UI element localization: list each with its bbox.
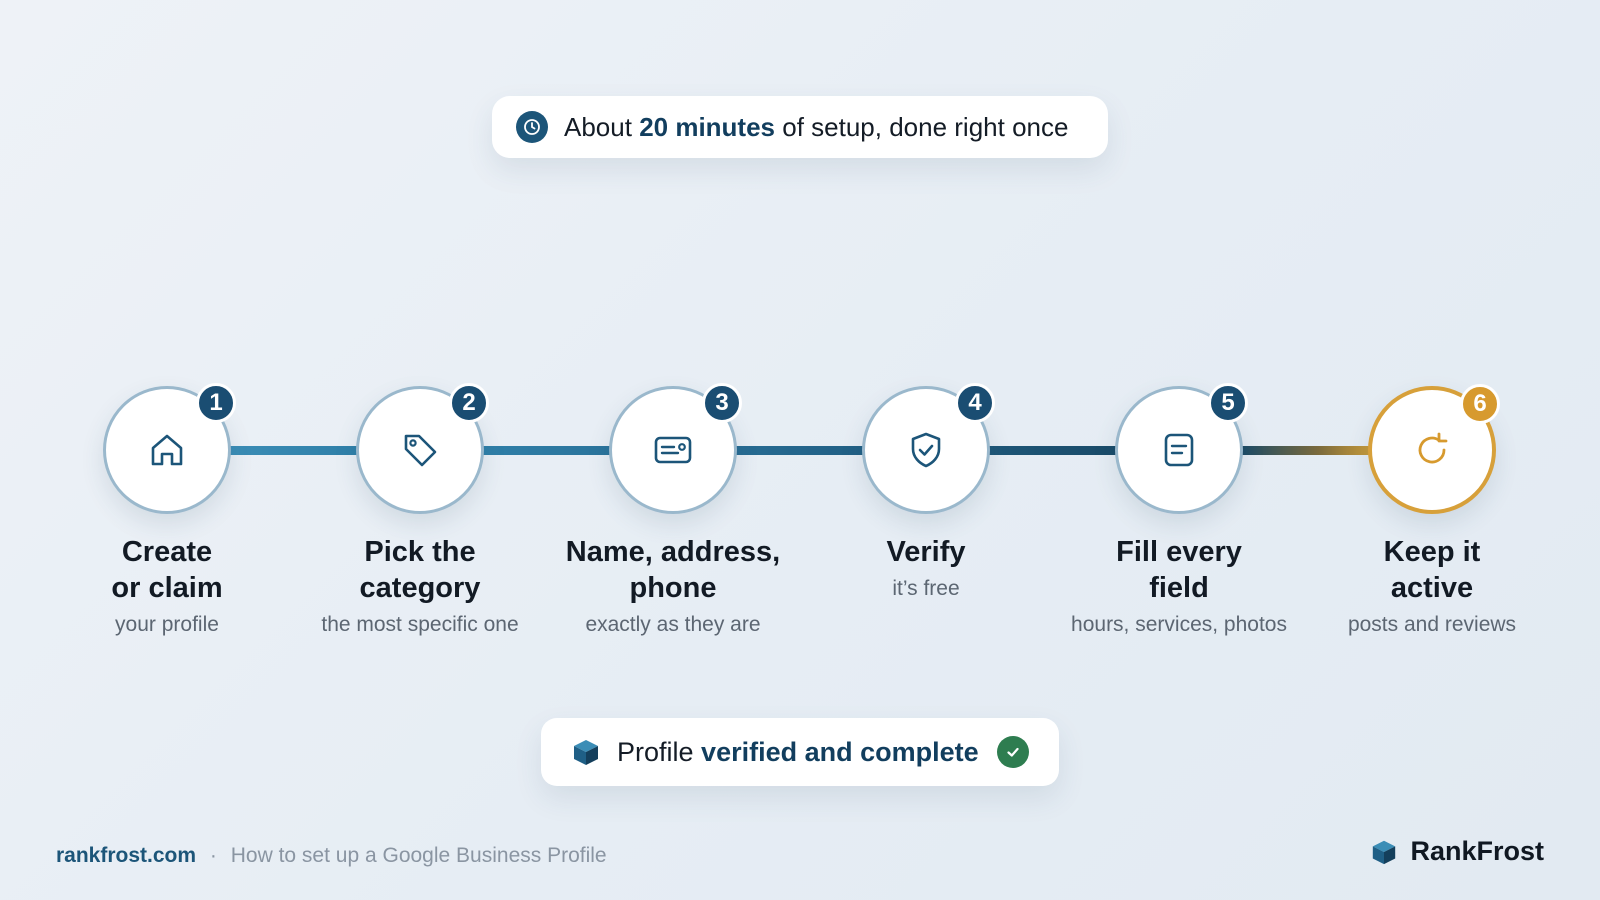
step-title: Fill every field — [1059, 534, 1299, 606]
step-circle: 1 — [103, 383, 236, 514]
step-subtitle: your profile — [115, 613, 219, 636]
step-title-line-1: Fill every — [1116, 536, 1242, 568]
step-title: Name, address, phone — [553, 534, 793, 606]
step-subtitle: it’s free — [892, 577, 960, 600]
check-circle-icon — [996, 736, 1029, 768]
step-subtitle: hours, services, photos — [1071, 613, 1287, 636]
step-title-line-1: Verify — [886, 536, 966, 568]
step-title: Keep it active — [1312, 534, 1552, 606]
step-number-badge: 4 — [955, 383, 995, 423]
brand-cube-icon — [1373, 840, 1396, 864]
step-subtitle: posts and reviews — [1347, 613, 1517, 636]
setup-time-text: About 20 minutes of setup, done right on… — [564, 112, 1068, 143]
connector-5-6 — [1240, 446, 1370, 455]
clock-icon — [516, 111, 548, 143]
step-title-line-1: Create — [121, 536, 213, 568]
footer-caption: How to set up a Google Business Profile — [230, 844, 607, 867]
step-number-badge: 1 — [196, 383, 236, 423]
step-circle: 4 — [862, 383, 995, 514]
cube-icon — [574, 740, 598, 765]
step-title-line-1: Name, address, — [565, 536, 781, 568]
step-title-line-2: active — [1390, 572, 1474, 604]
step-pick-category: 2 Pick the category the most specific on… — [300, 383, 540, 638]
connector-1-2 — [228, 446, 358, 455]
brand-logo: RankFrost — [1370, 836, 1544, 867]
step-circle: 6 — [1368, 384, 1500, 514]
result-highlight: verified and complete — [701, 736, 979, 767]
footer-separator: · — [209, 844, 217, 867]
step-title-line-1: Keep it — [1383, 536, 1481, 568]
step-create-or-claim: 1 Create or claim your profile — [47, 383, 287, 638]
step-verify: 4 Verify it’s free — [806, 383, 1046, 602]
tag-icon — [404, 434, 437, 467]
step-circle: 3 — [609, 383, 742, 514]
result-prefix: Profile — [617, 736, 694, 767]
step-subtitle: exactly as they are — [585, 613, 761, 636]
shield-check-icon — [911, 432, 941, 468]
step-title-line-2: or claim — [111, 572, 223, 604]
refresh-icon — [1418, 432, 1448, 464]
step-number-badge: 2 — [449, 383, 489, 423]
step-circle: 2 — [356, 383, 489, 514]
setup-time-banner: About 20 minutes of setup, done right on… — [492, 96, 1108, 158]
step-title-line-2: field — [1149, 572, 1209, 604]
setup-time-prefix: About — [564, 111, 632, 142]
step-title: Create or claim — [47, 534, 287, 606]
connector-4-5 — [987, 446, 1117, 455]
home-icon — [151, 434, 183, 466]
step-number-badge: 6 — [1460, 384, 1500, 424]
step-title-line-2: phone — [629, 572, 717, 604]
document-icon — [1164, 433, 1194, 467]
id-card-icon — [654, 436, 692, 464]
connector-3-4 — [734, 446, 864, 455]
step-keep-it-active: 6 Keep it active posts and reviews — [1312, 384, 1552, 638]
step-title: Pick the category — [300, 534, 540, 606]
connector-2-3 — [481, 446, 611, 455]
step-circle: 5 — [1115, 383, 1248, 514]
result-banner: Profile verified and complete — [541, 718, 1059, 786]
step-title: Verify — [806, 534, 1046, 570]
setup-time-suffix: of setup, done right once — [782, 111, 1069, 142]
step-fill-every-field: 5 Fill every field hours, services, phot… — [1059, 383, 1299, 638]
setup-time-highlight: 20 minutes — [639, 111, 776, 142]
step-title-line-2: category — [359, 572, 481, 604]
step-number-badge: 3 — [702, 383, 742, 423]
footer-domain: rankfrost.com — [56, 844, 197, 867]
step-number-badge: 5 — [1208, 383, 1248, 423]
step-title-line-1: Pick the — [364, 536, 476, 568]
brand-name: RankFrost — [1410, 836, 1544, 866]
result-text: Profile verified and complete — [617, 737, 979, 768]
step-name-address-phone: 3 Name, address, phone exactly as they a… — [553, 383, 793, 638]
footer-attribution: rankfrost.com · How to set up a Google B… — [56, 844, 607, 868]
step-subtitle: the most specific one — [321, 613, 519, 636]
